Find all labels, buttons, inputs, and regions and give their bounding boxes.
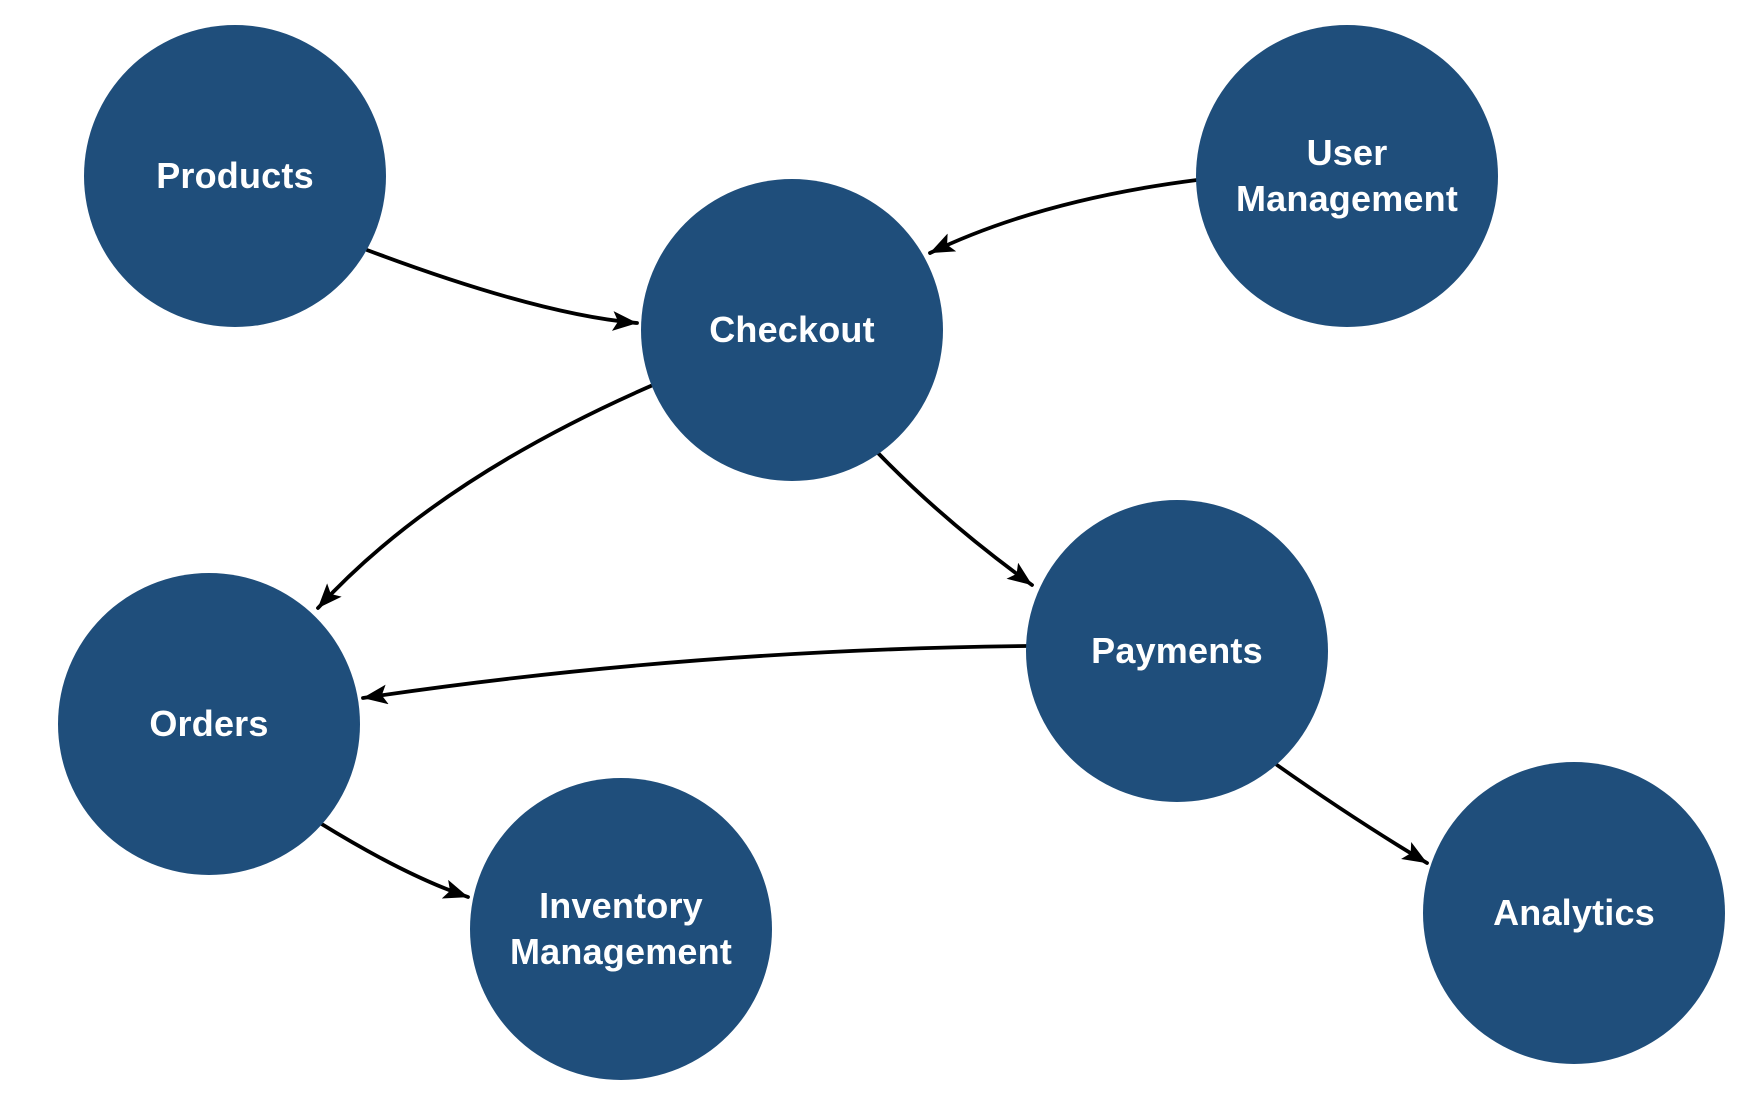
- node-inventory-management[interactable]: Inventory Management: [470, 778, 772, 1080]
- edge-user-management-to-checkout: [928, 178, 1199, 255]
- edge-checkout-to-orders: [316, 383, 655, 610]
- edge-orders-to-inventory-management: [318, 821, 470, 899]
- edge-payments-to-orders: [361, 644, 1028, 705]
- node-checkout[interactable]: Checkout: [641, 179, 943, 481]
- edge-products-to-checkout: [365, 248, 639, 331]
- node-products-label: Products: [156, 154, 314, 196]
- node-orders-label: Orders: [149, 702, 269, 744]
- node-user-management[interactable]: User Management: [1196, 25, 1498, 327]
- node-checkout-label: Checkout: [709, 308, 875, 350]
- node-inventory-management-label: Inventory Management: [509, 884, 733, 972]
- node-payments-label: Payments: [1091, 629, 1263, 671]
- node-payments[interactable]: Payments: [1026, 500, 1328, 802]
- edge-checkout-to-payments: [876, 451, 1034, 587]
- node-orders[interactable]: Orders: [58, 573, 360, 875]
- node-products[interactable]: Products: [84, 25, 386, 327]
- node-user-management-label: User Management: [1235, 131, 1459, 219]
- node-analytics-label: Analytics: [1493, 891, 1655, 933]
- edge-payments-to-analytics: [1275, 763, 1429, 865]
- node-analytics[interactable]: Analytics: [1423, 762, 1725, 1064]
